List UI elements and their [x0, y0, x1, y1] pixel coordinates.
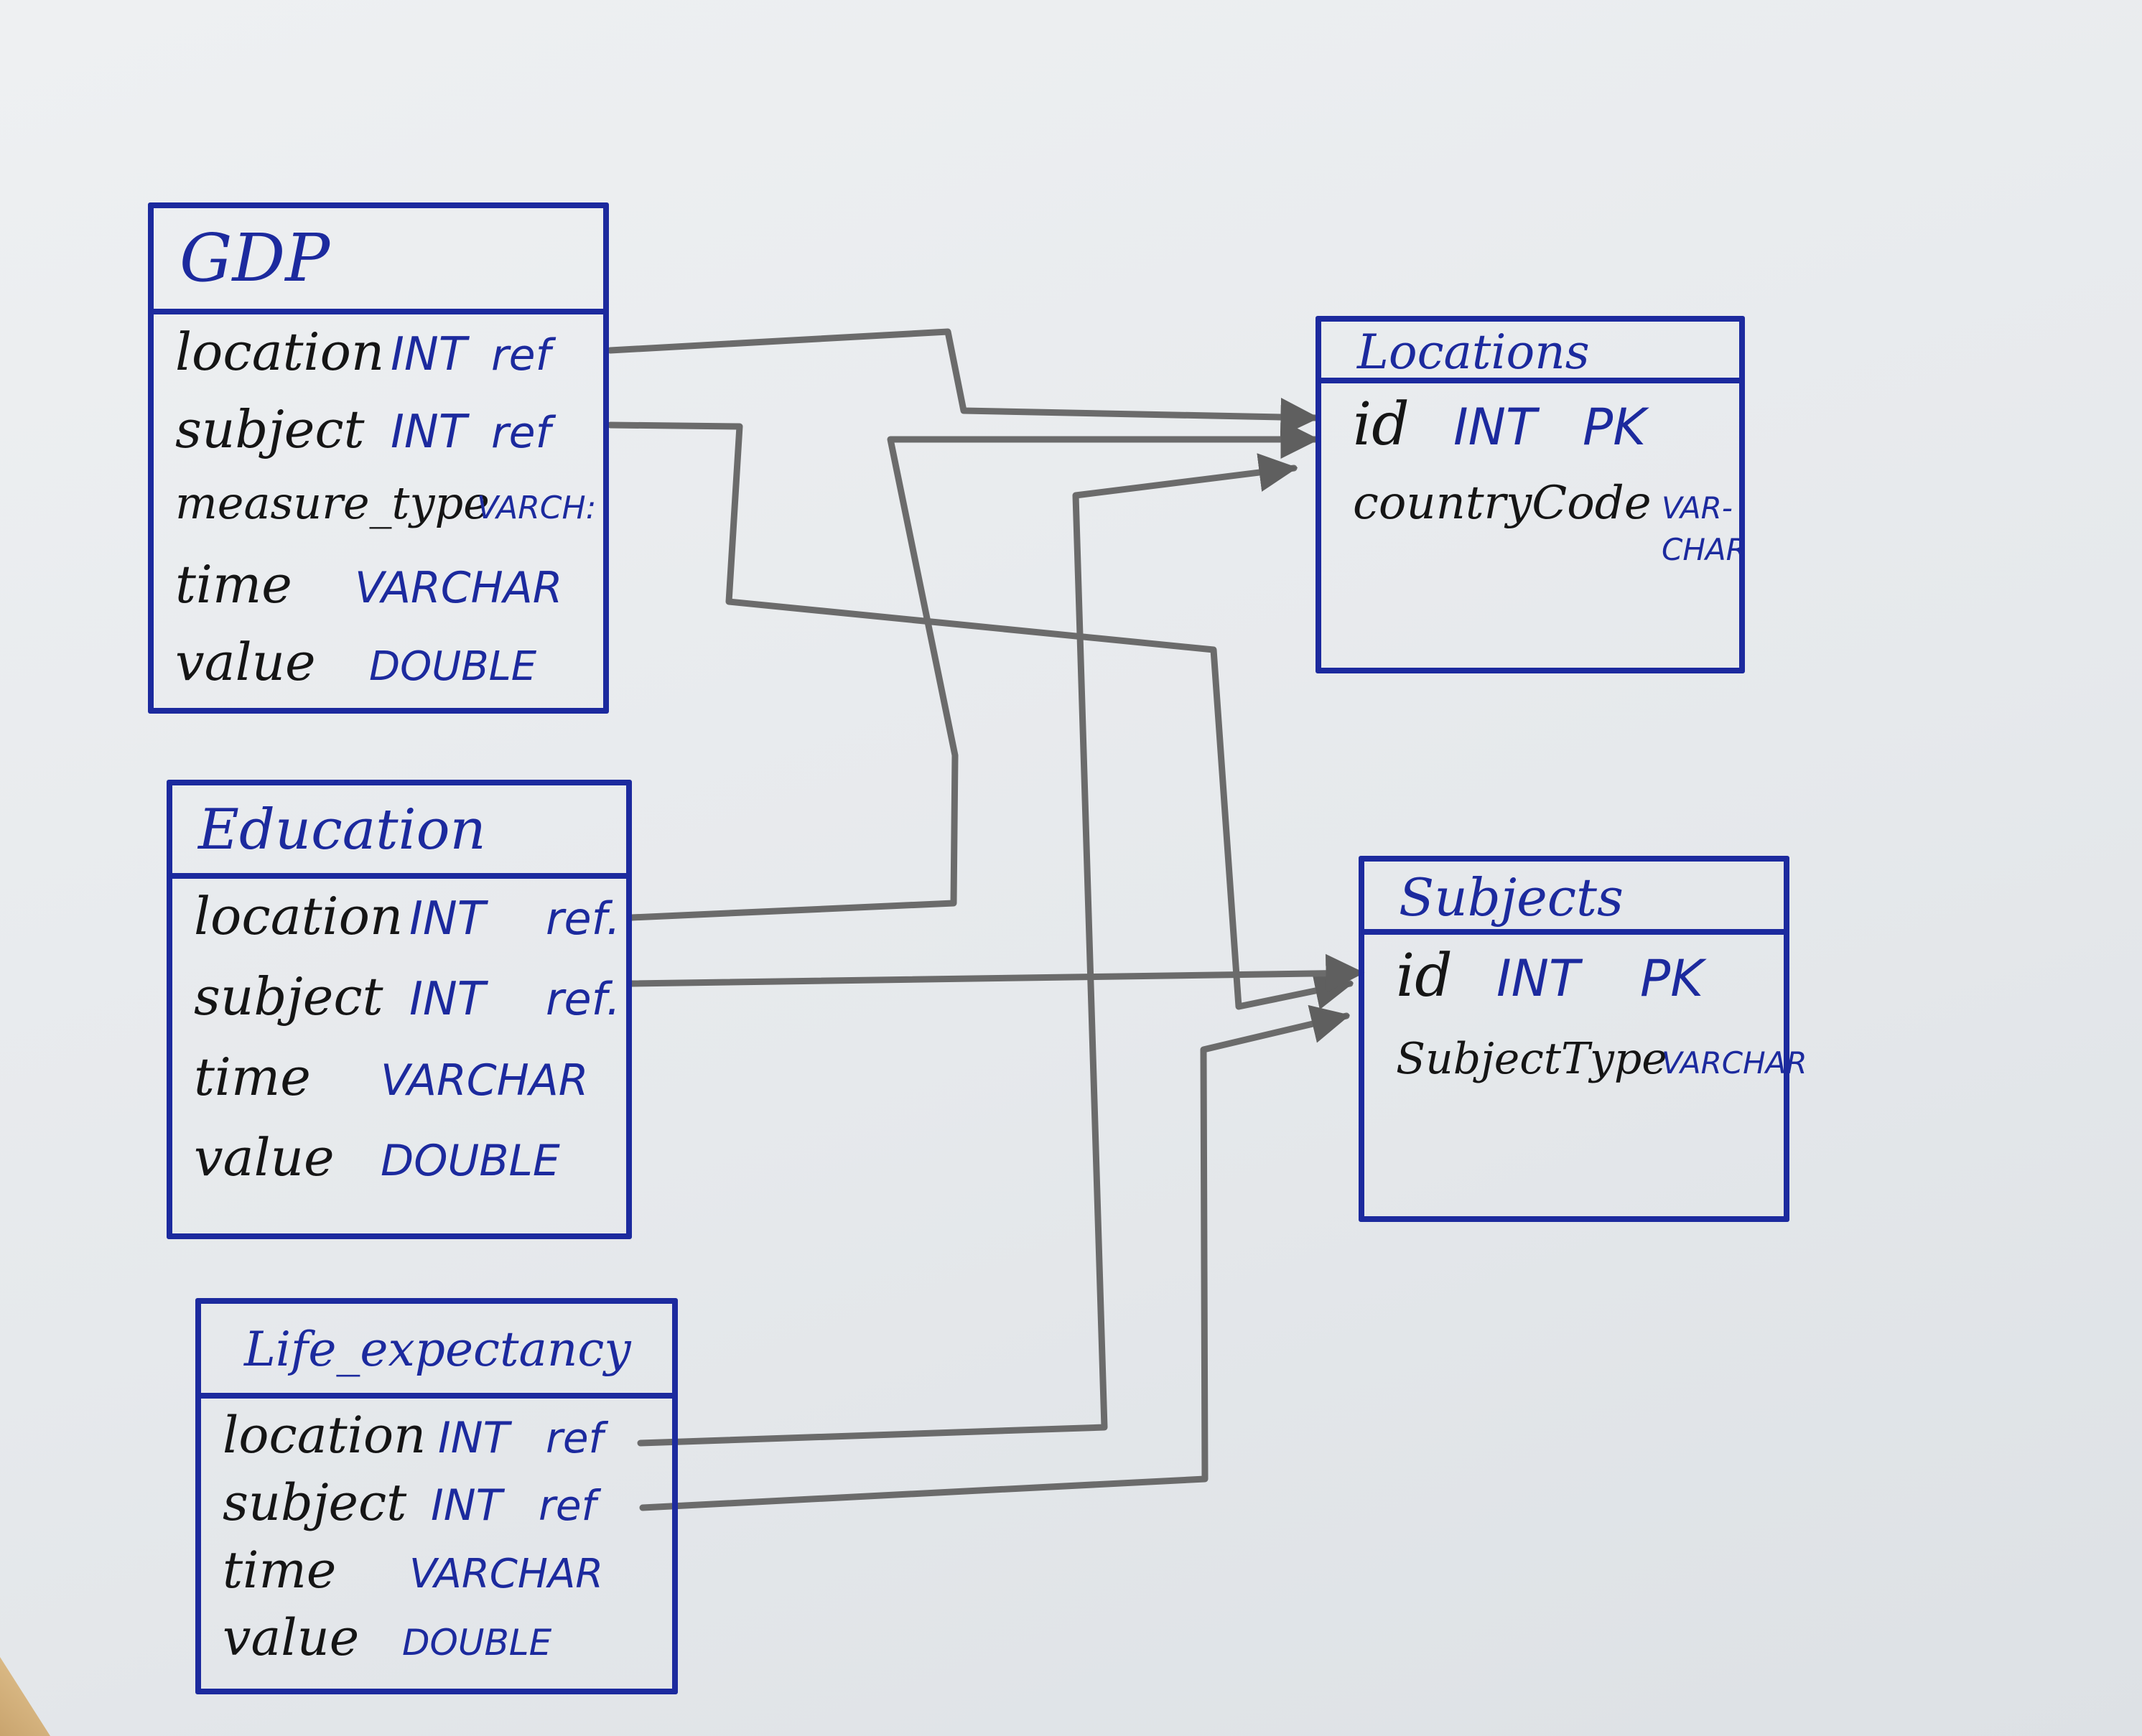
column-row: time VARCHAR	[175, 554, 603, 632]
column-type: DOUBLE	[381, 1136, 560, 1186]
column-row: value DOUBLE	[194, 1127, 626, 1208]
column-row: id INT PK	[1353, 391, 1739, 477]
column-row: value DOUBLE	[175, 632, 603, 709]
column-name: time	[194, 1047, 311, 1107]
column-row: measure_type VARCH:	[175, 477, 603, 554]
column-row: subject INT ref	[223, 1473, 672, 1541]
rel-education-subject	[628, 953, 1365, 993]
column-name: countryCode	[1353, 477, 1652, 530]
column-type: INT	[438, 1413, 510, 1463]
table-locations-title: Locations	[1357, 325, 1590, 380]
column-row: time VARCHAR	[194, 1047, 626, 1127]
table-gdp-header: GDP	[154, 208, 603, 314]
table-life-expectancy-header: Life_expectancy	[201, 1304, 672, 1399]
column-flag: PK	[1583, 398, 1647, 457]
table-education-columns: location INT ref. subject INT ref. time …	[172, 879, 626, 1208]
column-type: INT	[431, 1480, 503, 1531]
column-type: INT	[1496, 949, 1580, 1008]
rel-gdp-subject	[607, 421, 1354, 1010]
column-type: VARCHAR	[381, 1055, 589, 1106]
rel-gdp-location	[607, 328, 1320, 437]
column-row: subject INT ref.	[194, 966, 626, 1047]
column-flag: ref	[491, 408, 551, 458]
table-subjects-title: Subjects	[1399, 867, 1624, 928]
column-type: INT	[409, 973, 485, 1026]
column-name: location	[223, 1406, 427, 1465]
table-subjects-columns: id INT PK SubjectType VARCHAR	[1364, 935, 1807, 1126]
column-name: subject	[175, 399, 365, 459]
table-education-header: Education	[172, 785, 626, 879]
table-education-title: Education	[198, 798, 486, 862]
column-type: INT	[1453, 398, 1537, 457]
column-name: id	[1353, 391, 1410, 459]
column-name: subject	[194, 966, 383, 1027]
table-gdp-columns: location INT ref subject INT ref measure…	[154, 314, 603, 709]
column-type: DOUBLE	[402, 1622, 552, 1663]
column-row: id INT PK	[1396, 942, 1784, 1034]
column-flag: PK	[1640, 949, 1704, 1008]
column-flag: ref	[546, 1414, 603, 1462]
column-type: INT	[409, 892, 485, 946]
column-name: value	[223, 1608, 360, 1667]
column-type: DOUBLE	[369, 643, 537, 690]
rel-life-location	[637, 453, 1298, 1447]
table-gdp: GDP location INT ref subject INT ref mea…	[148, 202, 609, 714]
column-flag: ref	[491, 330, 551, 381]
rel-education-location	[628, 420, 1320, 921]
column-name: SubjectType	[1396, 1034, 1667, 1084]
column-flag: ref.	[546, 892, 621, 945]
table-subjects-header: Subjects	[1364, 862, 1784, 935]
column-row: subject INT ref	[175, 399, 603, 477]
column-type: VARCHAR	[355, 563, 563, 613]
table-locations: Locations id INT PK countryCode VAR-CHAR	[1316, 316, 1747, 673]
column-type: INT	[391, 406, 467, 459]
column-row: SubjectType VARCHAR	[1396, 1034, 1807, 1126]
column-name: id	[1396, 942, 1453, 1010]
column-flag: ref.	[546, 973, 621, 1025]
column-name: time	[223, 1541, 337, 1600]
table-locations-header: Locations	[1321, 322, 1739, 383]
column-row: countryCode VAR-CHAR	[1353, 477, 1747, 567]
table-subjects: Subjects id INT PK SubjectType VARCHAR	[1359, 856, 1807, 1222]
column-type: VARCHAR	[409, 1551, 604, 1597]
column-name: location	[194, 886, 404, 946]
column-type: VAR-CHAR	[1662, 490, 1747, 567]
table-life-expectancy-columns: location INT ref subject INT ref time VA…	[201, 1399, 672, 1676]
column-row: location INT ref.	[194, 886, 626, 966]
column-type: VARCHAR	[1662, 1045, 1807, 1081]
column-name: time	[175, 554, 292, 615]
column-row: location INT ref	[175, 322, 603, 399]
table-life-expectancy: Life_expectancy location INT ref subject…	[195, 1298, 678, 1694]
column-name: measure_type	[175, 477, 490, 529]
column-row: time VARCHAR	[223, 1541, 672, 1608]
table-gdp-title: GDP	[180, 220, 330, 297]
column-name: value	[194, 1127, 335, 1187]
column-name: subject	[223, 1473, 407, 1532]
column-name: location	[175, 322, 385, 382]
table-locations-columns: id INT PK countryCode VAR-CHAR	[1321, 383, 1747, 567]
column-flag: ref	[539, 1481, 596, 1530]
table-life-expectancy-title: Life_expectancy	[244, 1322, 631, 1377]
column-type: INT	[391, 328, 467, 381]
column-type: VARCH:	[477, 490, 597, 526]
table-education: Education location INT ref. subject INT …	[167, 780, 632, 1239]
column-row: location INT ref	[223, 1406, 672, 1473]
column-name: value	[175, 632, 316, 692]
rel-life-subject	[639, 1004, 1351, 1511]
column-row: value DOUBLE	[223, 1608, 672, 1676]
